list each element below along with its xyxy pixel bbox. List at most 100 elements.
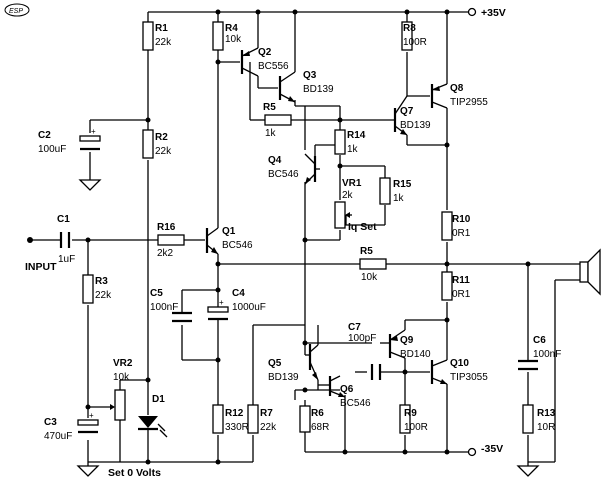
input-terminal: [27, 237, 33, 243]
q9-val: BD140: [400, 349, 431, 360]
resistor-r11: [441, 271, 453, 301]
c3-ref: C3: [44, 417, 57, 428]
r6-ref: R6: [311, 408, 324, 419]
r2-val: 22k: [155, 146, 172, 157]
q5-val: BD139: [268, 372, 299, 383]
resistor-r3: [82, 274, 94, 304]
c2-val: 100uF: [38, 144, 66, 155]
r5a-val: 1k: [265, 128, 277, 139]
r15-val: 1k: [393, 193, 405, 204]
capacitor-c7: [370, 364, 382, 380]
resistor-r6: [299, 405, 311, 433]
c2-ref: C2: [38, 130, 51, 141]
positive-rail-terminal: [467, 7, 477, 17]
ground-symbol-input: [76, 462, 100, 477]
q4-ref: Q4: [268, 155, 282, 166]
trimpot-vr2: [110, 389, 126, 421]
r16-val: 2k2: [157, 248, 174, 259]
q1-val: BC546: [222, 240, 253, 251]
resistor-r8: [401, 21, 413, 51]
r5b-ref: R5: [360, 246, 373, 257]
q6-ref: Q6: [340, 384, 354, 395]
transistor-q5: [308, 344, 319, 381]
svg-text:+: +: [91, 127, 96, 136]
r8-ref: R8: [403, 23, 416, 34]
q5-ref: Q5: [268, 358, 282, 369]
transistor-q8: [430, 83, 448, 109]
junctions: [85, 9, 531, 465]
c5-val: 100nF: [150, 302, 178, 313]
transistor-q9: [388, 329, 406, 359]
c4-val: 1000uF: [232, 302, 266, 313]
r2-ref: R2: [155, 132, 168, 143]
q8-ref: Q8: [450, 83, 464, 94]
r1-val: 22k: [155, 37, 172, 48]
transistor-q3: [278, 71, 296, 103]
r11-ref: R11: [452, 275, 470, 286]
vr2-ref: VR2: [113, 358, 133, 369]
c1-ref: C1: [57, 214, 70, 225]
r5a-ref: R5: [263, 102, 276, 113]
r12-val: 330R: [225, 422, 249, 433]
r16-ref: R16: [157, 222, 176, 233]
logo-text: ESP: [9, 8, 23, 15]
capacitor-c4: +: [207, 298, 229, 321]
r9-val: 100R: [404, 422, 428, 433]
resistor-r9: [399, 404, 411, 434]
transistor-q1: [205, 227, 219, 255]
c7-val: 100pF: [348, 333, 376, 344]
transistor-q10: [430, 359, 448, 385]
q3-val: BD139: [303, 84, 334, 95]
vr1-val: 2k: [342, 190, 354, 201]
q10-ref: Q10: [450, 358, 469, 369]
c5-ref: C5: [150, 288, 163, 299]
c4-ref: C4: [232, 288, 245, 299]
r14-val: 1k: [347, 144, 359, 155]
r14-ref: R14: [347, 130, 366, 141]
vr2-val: 10k: [113, 372, 130, 383]
capacitor-c6: [518, 359, 538, 371]
transistor-q6: [328, 375, 346, 398]
esp-logo: ESP: [4, 3, 30, 17]
q7-val: BD139: [400, 120, 431, 131]
resistor-r5-1k: [264, 114, 292, 126]
r10-ref: R10: [452, 214, 471, 225]
positive-rail: +35V: [148, 7, 506, 19]
c1-val: 1uF: [58, 254, 75, 265]
r8-val: 100R: [403, 37, 427, 48]
positive-rail-label: +35V: [481, 7, 506, 19]
negative-rail: -35V: [305, 443, 503, 457]
c3-val: 470uF: [44, 431, 72, 442]
q4-val: BC546: [268, 169, 299, 180]
q2-val: BC556: [258, 61, 289, 72]
r5b-val: 10k: [361, 272, 378, 283]
negative-rail-label: -35V: [481, 443, 503, 455]
r13-ref: R13: [537, 408, 556, 419]
r12-ref: R12: [225, 408, 244, 419]
input-label: INPUT: [25, 261, 57, 273]
resistor-r1: [142, 21, 154, 51]
led-d1: [138, 416, 168, 438]
r4-val: 10k: [225, 34, 242, 45]
r9-ref: R9: [404, 408, 417, 419]
r11-val: 0R1: [452, 289, 471, 300]
svg-text:+: +: [219, 298, 224, 307]
r13-val: 10R: [537, 422, 555, 433]
transistor-q7: [393, 95, 408, 136]
resistor-r15: [379, 177, 391, 205]
q2-ref: Q2: [258, 47, 272, 58]
q10-val: TIP3055: [450, 372, 488, 383]
capacitor-c2: +: [79, 127, 101, 151]
resistor-r10: [441, 211, 453, 241]
capacitor-c1: [59, 232, 71, 248]
r10-val: 0R1: [452, 228, 471, 239]
q8-val: TIP2955: [450, 97, 488, 108]
r4-ref: R4: [225, 23, 238, 34]
r6-val: 68R: [311, 422, 329, 433]
d1-ref: D1: [152, 394, 165, 405]
q9-ref: Q9: [400, 335, 414, 346]
q3-ref: Q3: [303, 70, 317, 81]
ground-symbol-zobel: [516, 462, 540, 477]
speaker-icon: [579, 248, 601, 296]
